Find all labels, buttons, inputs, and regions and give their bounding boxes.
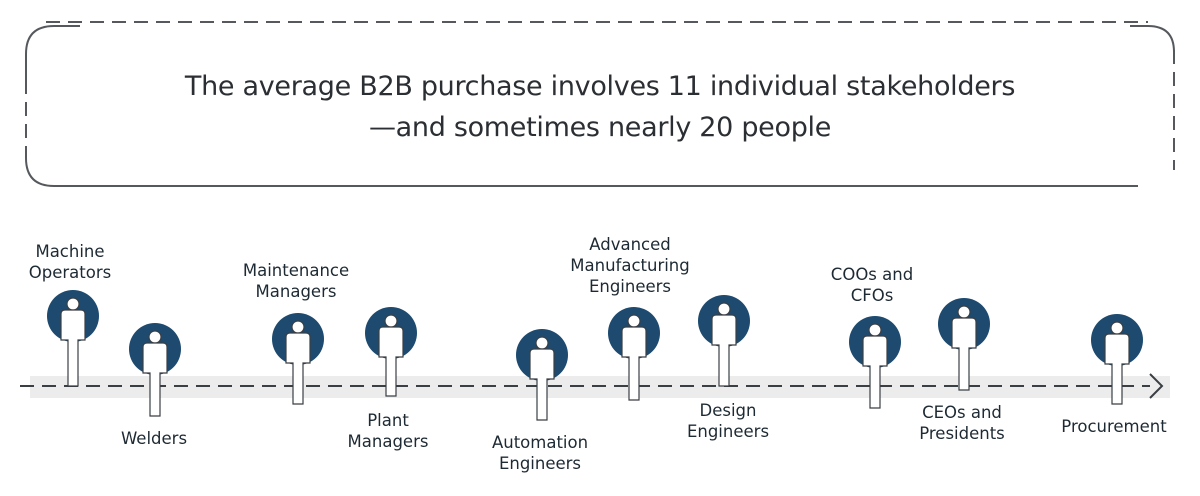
person-head	[627, 314, 641, 328]
person-body	[1104, 333, 1130, 405]
person-icon-machine-operators	[47, 290, 99, 387]
person-icon-maintenance-managers	[272, 313, 324, 405]
person-icon-procurement	[1091, 314, 1143, 405]
person-icon-plant-managers	[365, 307, 417, 397]
stakeholder-label-line: Welders	[120, 429, 188, 448]
stakeholder-label-line: Procurement	[1061, 417, 1167, 436]
person-body	[862, 335, 888, 409]
callout-frame	[25, 21, 1175, 187]
stakeholder-label-welders: Welders	[121, 428, 187, 449]
callout-corner-top-right	[1130, 25, 1175, 53]
person-icon-coos-and-cfos	[849, 316, 901, 409]
person-body	[621, 326, 647, 401]
stakeholder-label-line: Presidents	[919, 424, 1005, 443]
stakeholder-label-line: Managers	[347, 432, 429, 451]
stakeholder-label-line: Managers	[255, 282, 337, 301]
person-head	[535, 336, 549, 350]
person-body	[378, 326, 404, 397]
stakeholder-label-line: Engineers	[588, 277, 672, 296]
stakeholder-label-procurement: Procurement	[1061, 416, 1166, 437]
stakeholder-label-line: CFOs	[850, 286, 894, 305]
stakeholder-label-line: Engineers	[498, 454, 582, 473]
person-head	[291, 320, 305, 334]
person-body	[285, 332, 311, 405]
person-body	[711, 314, 737, 387]
timeline-arrow-icon	[1149, 373, 1164, 399]
headline: The average B2B purchase involves 11 ind…	[90, 66, 1110, 148]
stakeholder-label-line: Design	[699, 401, 757, 420]
stakeholder-label-line: Advanced	[589, 235, 671, 254]
stakeholder-label-line: Maintenance	[242, 261, 350, 280]
stakeholder-label-line: Operators	[28, 263, 112, 282]
person-head	[1110, 321, 1124, 335]
person-icon-automation-engineers	[516, 329, 568, 421]
person-head	[384, 314, 398, 328]
person-icon-design-engineers	[698, 295, 750, 387]
stakeholder-label-line: COOs and	[830, 265, 914, 284]
stakeholder-label-line: Plant	[367, 411, 409, 430]
person-body	[142, 342, 168, 417]
person-head	[717, 302, 731, 316]
headline-line-2: —and sometimes nearly 20 people	[368, 112, 832, 143]
person-head	[148, 330, 162, 344]
person-icon-advanced-manufacturing-engineers	[608, 307, 660, 401]
stakeholder-label-line: Manufacturing	[570, 256, 690, 275]
person-head	[868, 323, 882, 337]
stakeholder-label-line: Engineers	[686, 422, 770, 441]
person-head	[957, 305, 971, 319]
stakeholder-label-line: Machine	[35, 242, 105, 261]
person-icon-ceos-and-presidents	[938, 298, 990, 391]
person-body	[951, 317, 977, 391]
person-icon-welders	[129, 323, 181, 417]
stakeholder-label-line: Automation	[491, 433, 589, 452]
person-head	[66, 297, 80, 311]
person-body	[529, 348, 555, 421]
headline-line-1: The average B2B purchase involves 11 ind…	[184, 71, 1016, 102]
stakeholder-label-line: CEOs and	[922, 403, 1002, 422]
person-body	[60, 309, 86, 387]
callout-solid-edge	[25, 25, 1138, 187]
